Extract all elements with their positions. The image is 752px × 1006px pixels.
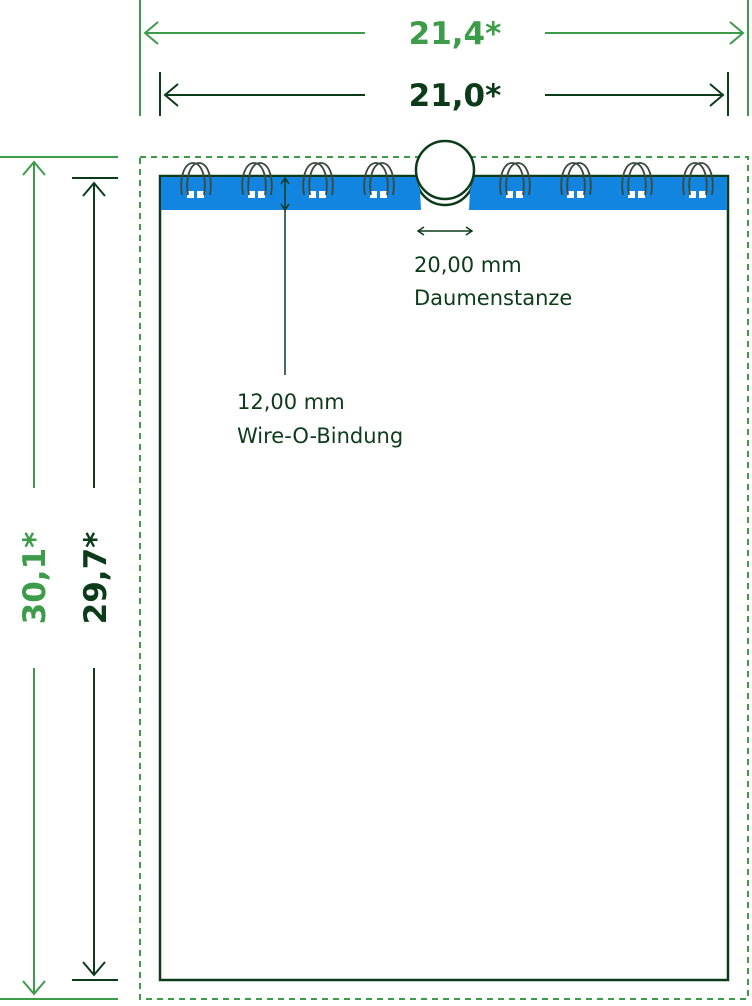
binding-strip-right (469, 177, 727, 210)
punch-hole (567, 191, 574, 198)
wire-ring (308, 162, 334, 196)
binding-size: 12,00 mm (237, 390, 345, 414)
outer-height-dimension: 30,1* (0, 156, 118, 1000)
wire-loop (499, 162, 531, 198)
wire-ring (499, 162, 525, 196)
punch-hole (577, 191, 584, 198)
wire-ring (363, 162, 389, 196)
wire-loop (241, 162, 273, 198)
punch-hole (370, 191, 377, 198)
wire-ring (369, 162, 395, 196)
wire-ring (186, 162, 212, 196)
wire-loop (560, 162, 592, 198)
wire-ring (621, 162, 647, 196)
inner-height-dimension: 29,7* (72, 177, 118, 981)
wire-loop (682, 162, 714, 198)
wire-loop (621, 162, 653, 198)
wire-ring (241, 162, 267, 196)
punch-hole (319, 191, 326, 198)
wire-ring (302, 162, 328, 196)
outer-width-dimension: 21,4* (139, 0, 749, 116)
wire-loop (180, 162, 212, 198)
punch-hole (699, 191, 706, 198)
wire-loop (363, 162, 395, 198)
thumb-cut-size: 20,00 mm (414, 253, 522, 277)
inner-height-label: 29,7* (78, 532, 114, 625)
thumb-cut-annotation: 20,00 mm Daumenstanze (414, 226, 572, 310)
wire-ring (688, 162, 714, 196)
thumb-cut-label: Daumenstanze (414, 286, 572, 310)
wire-ring (505, 162, 531, 196)
punch-hole (689, 191, 696, 198)
inner-width-dimension: 21,0* (159, 72, 729, 116)
outer-height-label: 30,1* (17, 532, 53, 625)
punch-hole (380, 191, 387, 198)
binding-annotation: 12,00 mm Wire-O-Bindung (237, 176, 403, 448)
punch-hole (187, 191, 194, 198)
wire-ring (180, 162, 206, 196)
punch-hole (628, 191, 635, 198)
wire-ring (247, 162, 273, 196)
punch-hole (516, 191, 523, 198)
wire-ring (627, 162, 653, 196)
punch-hole (258, 191, 265, 198)
binding-strip-left (161, 177, 421, 210)
punch-hole (197, 191, 204, 198)
inner-width-label: 21,0* (409, 78, 502, 114)
bleed-outline (139, 156, 749, 1000)
punch-hole (506, 191, 513, 198)
wire-loop (302, 162, 334, 198)
wire-ring (566, 162, 592, 196)
wire-ring (682, 162, 708, 196)
wire-loops (180, 162, 714, 198)
binding-label: Wire-O-Bindung (237, 424, 403, 448)
wire-ring (560, 162, 586, 196)
thumb-cut (414, 139, 476, 201)
punch-hole (248, 191, 255, 198)
outer-width-label: 21,4* (409, 16, 502, 52)
punch-hole (638, 191, 645, 198)
punch-hole (309, 191, 316, 198)
